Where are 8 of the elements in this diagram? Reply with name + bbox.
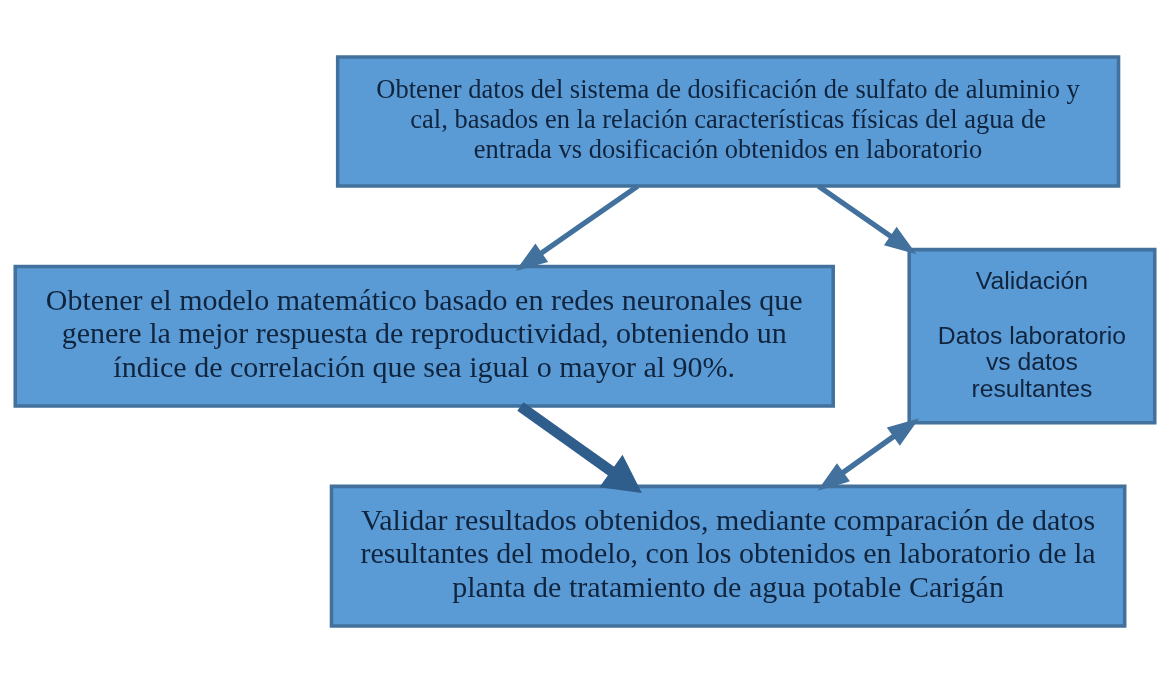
node-box: Validar resultados obtenidos, mediante comparación de datos resultantes del modelo, con los obtenidos en laboratorio de la planta de tratamiento de agua potable Carigán — [329, 484, 1127, 628]
node-box: Obtener datos del sistema de dosificación de sulfato de aluminio y cal, basados en la relación características físicas del agua de entrada vs dosificación obtenidos en laboratorio — [335, 54, 1121, 188]
node-box: Obtener el modelo matemático basado en redes neuronales que genere la mejor respuesta de reproductividad, obteniendo un índice de correlación que sea igual o mayor al 90%. — [13, 264, 835, 408]
arrow — [817, 417, 920, 491]
node-box: Validación Datos laboratorio vs datos resultantes — [907, 247, 1157, 425]
arrow — [515, 183, 640, 271]
arrow — [816, 183, 917, 254]
arrow — [517, 401, 642, 493]
